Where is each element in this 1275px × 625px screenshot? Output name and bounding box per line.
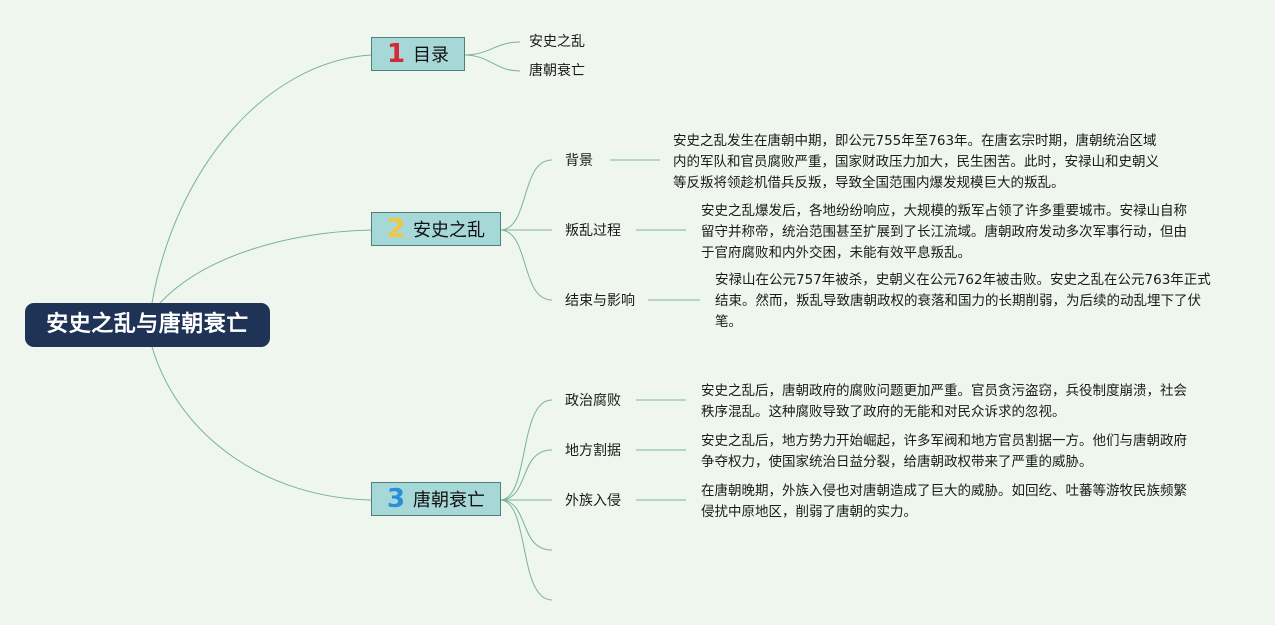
- branch-label: 安史之乱: [413, 220, 486, 241]
- branch-contents[interactable]: 1 目录: [371, 37, 465, 71]
- topic-foreign-invasion[interactable]: 外族入侵: [565, 493, 621, 509]
- branch-tang-decline[interactable]: 3 唐朝衰亡: [371, 482, 501, 516]
- branch-label: 目录: [413, 45, 450, 66]
- number-three-icon: 3: [386, 484, 406, 514]
- topic-regional-separatism-text: 安史之乱后，地方势力开始崛起，许多军阀和地方官员割据一方。他们与唐朝政府争夺权力…: [701, 433, 1187, 470]
- topic-rebellion-process-text: 安史之乱爆发后，各地纷纷响应，大规模的叛军占领了许多重要城市。安禄山自称留守并称…: [701, 203, 1187, 261]
- number-two-icon: 2: [386, 214, 406, 244]
- topic-background-text: 安史之乱发生在唐朝中期，即公元755年至763年。在唐玄宗时期，唐朝统治区域内的…: [673, 133, 1159, 191]
- contents-item-an-shi[interactable]: 安史之乱: [529, 34, 585, 50]
- root-topic[interactable]: 安史之乱与唐朝衰亡: [25, 303, 270, 347]
- topic-rebellion-process[interactable]: 叛乱过程: [565, 223, 621, 239]
- topic-foreign-invasion-text: 在唐朝晚期，外族入侵也对唐朝造成了巨大的威胁。如回纥、吐蕃等游牧民族频繁侵扰中原…: [701, 483, 1187, 520]
- topic-political-corruption-text: 安史之乱后，唐朝政府的腐败问题更加严重。官员贪污盗窃，兵役制度崩溃，社会秩序混乱…: [701, 383, 1187, 420]
- number-one-icon: 1: [386, 39, 406, 69]
- branch-label: 唐朝衰亡: [413, 490, 486, 511]
- branch-an-shi-rebellion[interactable]: 2 安史之乱: [371, 212, 501, 246]
- topic-end-and-impact-text: 安禄山在公元757年被杀，史朝义在公元762年被击败。安史之乱在公元763年正式…: [715, 272, 1211, 330]
- topic-regional-separatism[interactable]: 地方割据: [565, 443, 621, 459]
- topic-background[interactable]: 背景: [565, 153, 593, 169]
- topic-political-corruption[interactable]: 政治腐败: [565, 393, 621, 409]
- topic-end-and-impact[interactable]: 结束与影响: [565, 293, 635, 309]
- contents-item-tang-decline[interactable]: 唐朝衰亡: [529, 63, 585, 79]
